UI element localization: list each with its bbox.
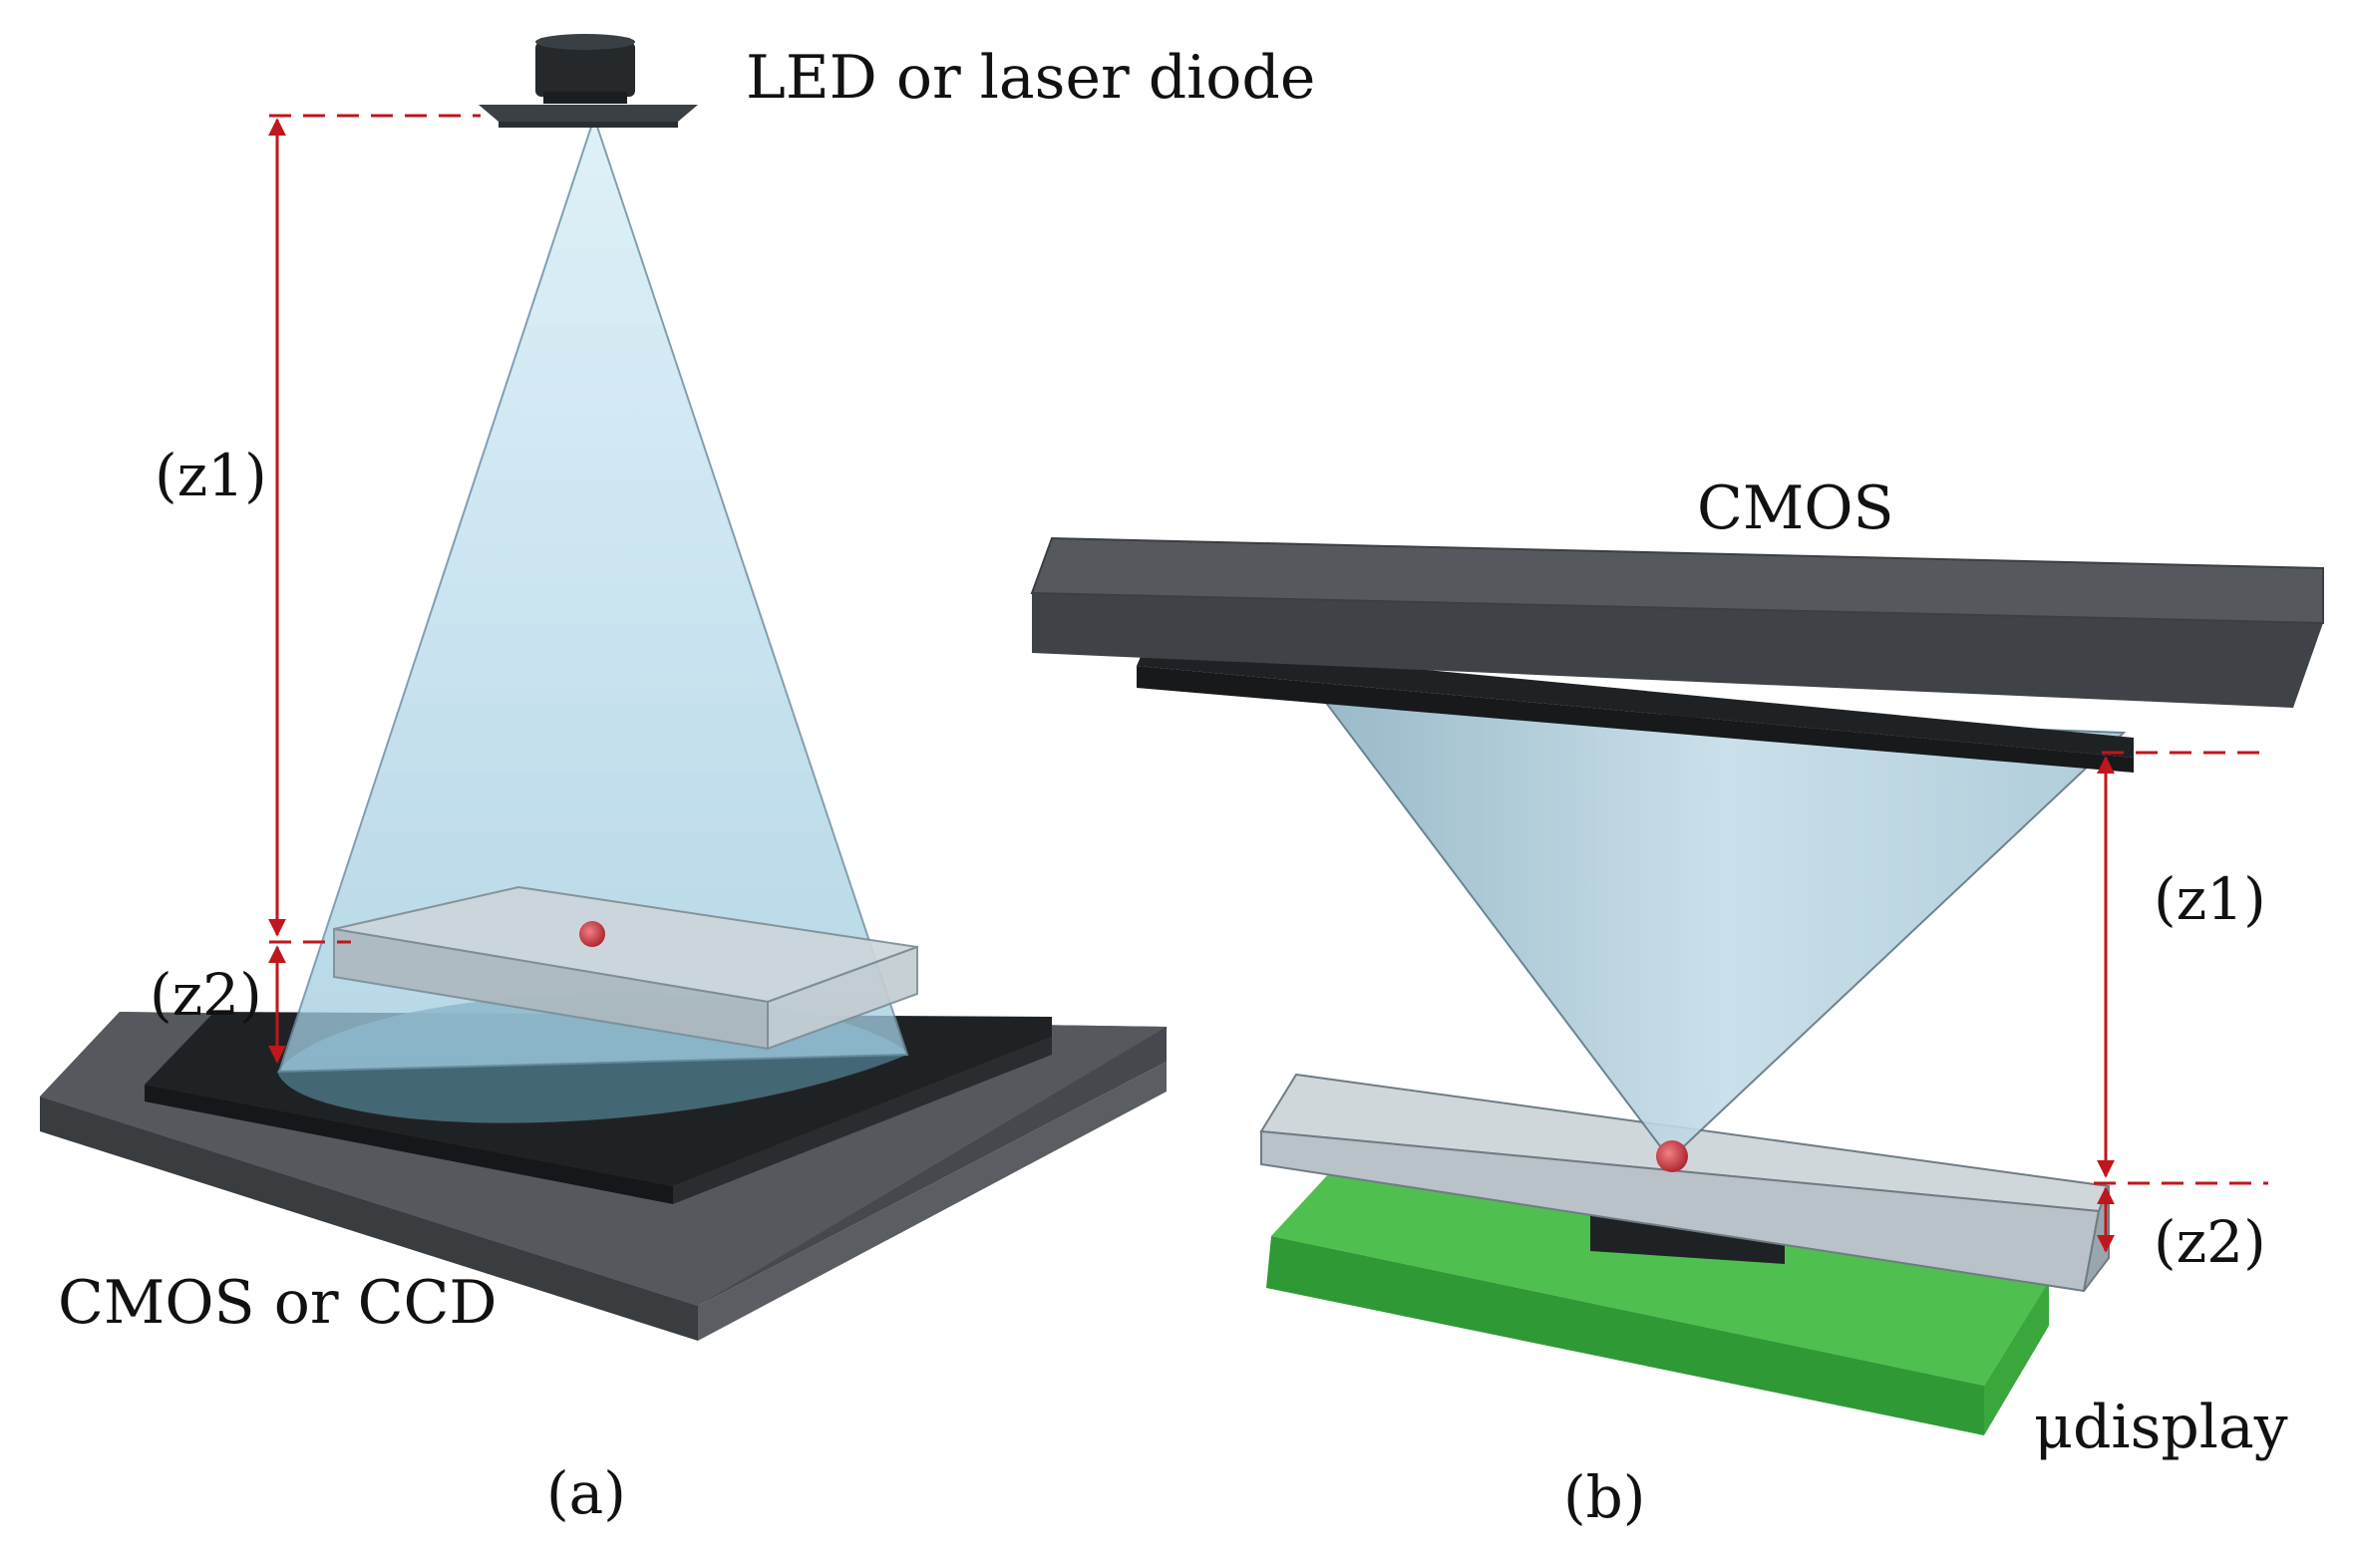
sensor-label-a: CMOS or CCD xyxy=(58,1268,498,1338)
source-label: LED or laser diode xyxy=(746,43,1315,113)
panel-b: CMOS (z1) (z2) μdisplay (b) xyxy=(1030,473,2324,1531)
light-cone-b xyxy=(1323,701,2127,1161)
display-label-b: μdisplay xyxy=(2034,1393,2288,1462)
light-cone xyxy=(277,114,909,1074)
z2-label-b: (z2) xyxy=(2154,1208,2266,1276)
cmos-sensor-board xyxy=(1030,536,2324,773)
sample-particle-b xyxy=(1656,1140,1688,1172)
z2-label-a: (z2) xyxy=(150,961,262,1029)
sensor-label-b: CMOS xyxy=(1697,473,1894,543)
dimension-z2-a xyxy=(268,940,351,1064)
z1-label-a: (z1) xyxy=(155,442,267,509)
caption-a: (a) xyxy=(546,1459,626,1527)
z1-label-b: (z1) xyxy=(2154,865,2266,933)
sample-particle xyxy=(579,921,605,947)
dimension-z1-b xyxy=(2097,751,2268,1178)
caption-b: (b) xyxy=(1563,1463,1645,1531)
dimension-z1-a xyxy=(268,114,481,937)
led-source xyxy=(479,34,698,128)
dimension-z2-b xyxy=(2094,1181,2268,1253)
sample-slide xyxy=(333,885,918,1051)
panel-a: LED or laser diode (z1) (z2) CMOS or CCD… xyxy=(40,34,1315,1527)
